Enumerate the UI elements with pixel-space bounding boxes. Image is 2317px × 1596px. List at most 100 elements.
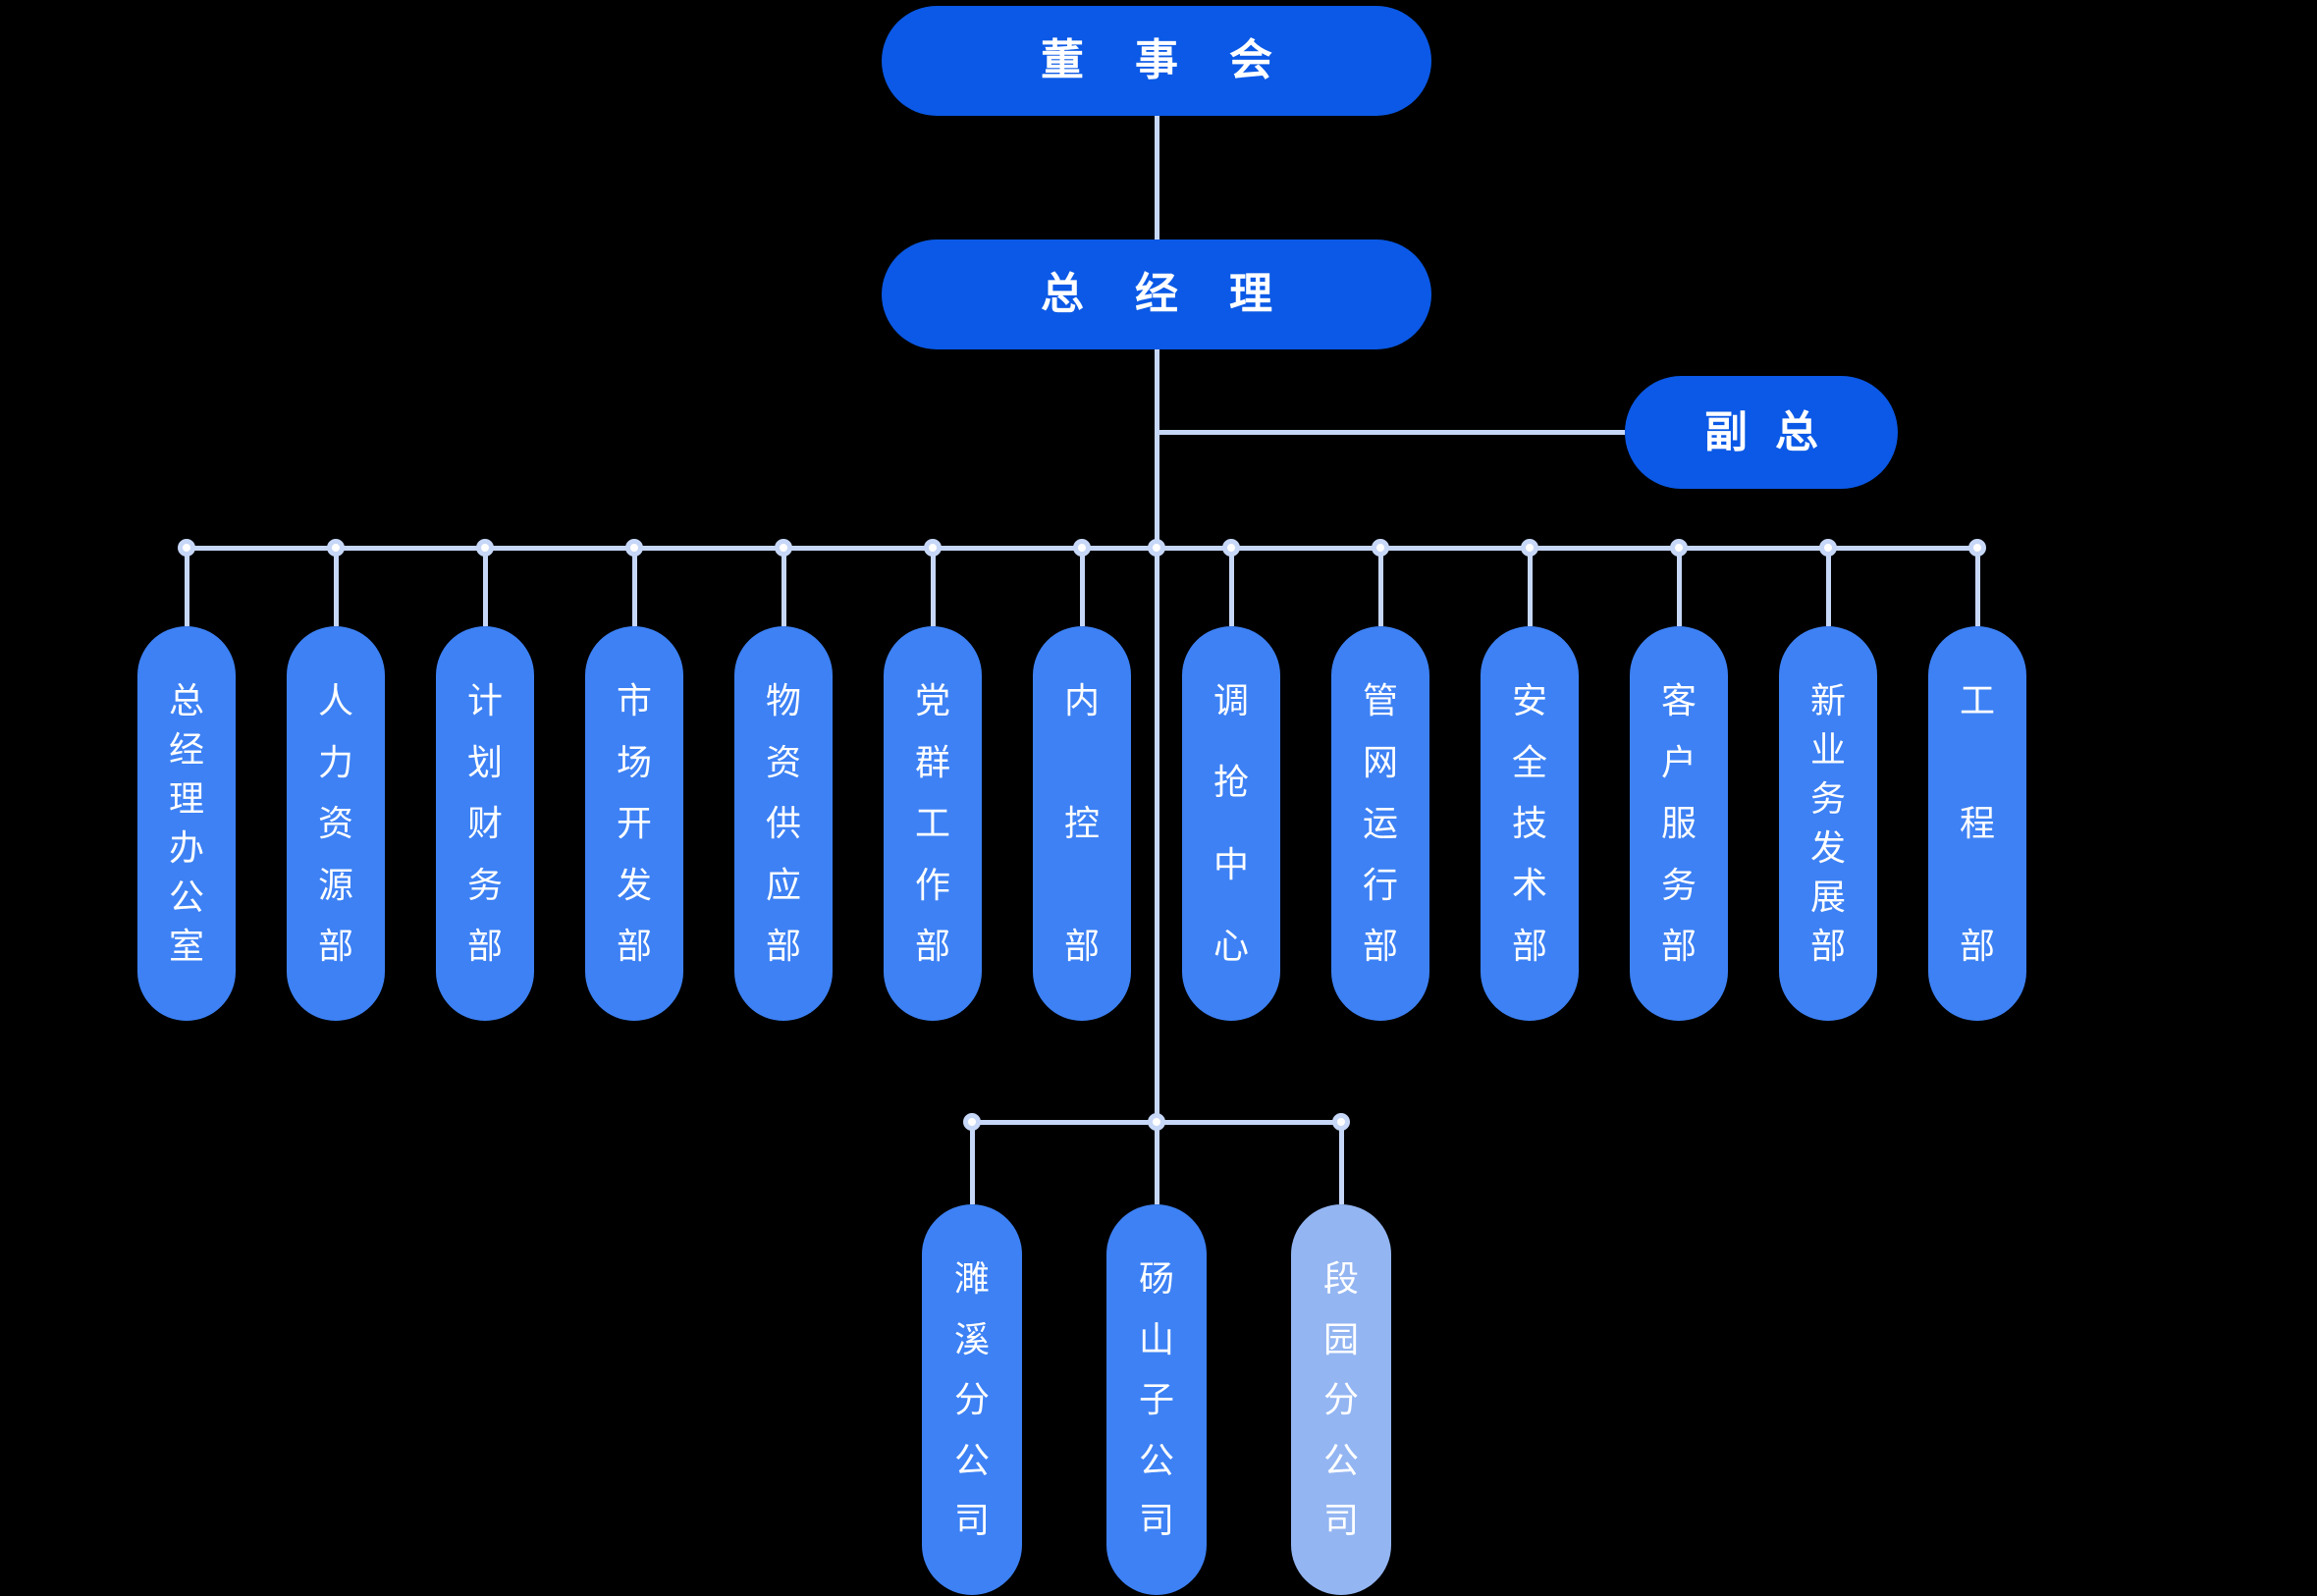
- pill-character: 安: [1511, 680, 1547, 720]
- pill-character: 开: [616, 803, 652, 843]
- pill-character: 发: [1809, 827, 1846, 868]
- connector-department-stub: [184, 548, 189, 626]
- pill-character: 展: [1809, 877, 1846, 917]
- subsidiary-pill: 段园分公司: [1291, 1204, 1391, 1595]
- pill-character: 应: [765, 864, 801, 905]
- connector-department-stub: [930, 548, 936, 626]
- connector-department-stub: [1228, 548, 1234, 626]
- department-pill: 调抢中心: [1182, 626, 1280, 1021]
- connector-department-stub: [1527, 548, 1533, 626]
- connector-department-stub: [1377, 548, 1383, 626]
- pill-character: 党: [914, 680, 950, 720]
- pill-character: 户: [1660, 741, 1697, 782]
- pill-character: 客: [1660, 680, 1697, 720]
- pill-character: 部: [616, 926, 652, 966]
- board-label: 董事会: [1041, 36, 1323, 84]
- department-pill: 内控部: [1033, 626, 1131, 1021]
- pill-character: 部: [1660, 926, 1697, 966]
- pill-character: 人: [317, 680, 353, 720]
- connector-node: [1968, 539, 1986, 557]
- connector-subsidiary-stub: [1154, 1122, 1159, 1204]
- pill-character: 分: [953, 1379, 990, 1419]
- pill-character: 资: [765, 741, 801, 782]
- department-pill: 市场开发部: [585, 626, 683, 1021]
- pill-character: 场: [616, 741, 652, 782]
- pill-character: 物: [765, 680, 801, 720]
- pill-character: 技: [1511, 803, 1547, 843]
- pill-character: 计: [466, 680, 503, 720]
- department-pill: 新业务发展部: [1779, 626, 1877, 1021]
- pill-character: 服: [1660, 803, 1697, 843]
- connector-node: [327, 539, 345, 557]
- pill-character: 务: [466, 864, 503, 905]
- connector-node: [963, 1113, 981, 1131]
- pill-character: 司: [1138, 1500, 1174, 1540]
- pill-character: 部: [1809, 926, 1846, 966]
- org-node-general-manager: 总经理: [882, 239, 1431, 349]
- pill-character: 理: [168, 778, 204, 819]
- connector-node: [1073, 539, 1091, 557]
- department-pill: 客户服务部: [1630, 626, 1728, 1021]
- pill-character: 总: [168, 680, 204, 720]
- connector-department-stub: [482, 548, 488, 626]
- pill-character: 管: [1362, 680, 1398, 720]
- pill-character: 作: [914, 864, 950, 905]
- pill-character: 濉: [953, 1258, 990, 1299]
- connector-node: [924, 539, 942, 557]
- pill-character: 分: [1322, 1379, 1359, 1419]
- pill-character: 运: [1362, 803, 1398, 843]
- connector-node: [1819, 539, 1837, 557]
- department-pill: 管网运行部: [1331, 626, 1429, 1021]
- pill-character: 财: [466, 803, 503, 843]
- pill-character: 子: [1138, 1379, 1174, 1419]
- pill-character: 部: [1511, 926, 1547, 966]
- connector-department-stub: [1825, 548, 1831, 626]
- department-pill: 人力资源部: [287, 626, 385, 1021]
- pill-character: 砀: [1138, 1258, 1174, 1299]
- pill-character: 工: [1959, 680, 1995, 720]
- connector-subsidiary-stub: [1338, 1122, 1344, 1204]
- pill-character: 务: [1809, 778, 1846, 819]
- connector-department-stub: [1676, 548, 1682, 626]
- connector-department-stub: [781, 548, 786, 626]
- department-pill: 计划财务部: [436, 626, 534, 1021]
- connector-subsidiary-stub: [969, 1122, 975, 1204]
- connector-node: [1332, 1113, 1350, 1131]
- pill-character: 术: [1511, 864, 1547, 905]
- pill-character: 工: [914, 803, 950, 843]
- pill-character: 源: [317, 864, 353, 905]
- pill-character: 山: [1138, 1318, 1174, 1359]
- connector-board-gm: [1154, 116, 1159, 239]
- pill-character: 公: [953, 1439, 990, 1480]
- department-pill: 党群工作部: [884, 626, 982, 1021]
- pill-character: 部: [1063, 926, 1100, 966]
- department-pill: 工程部: [1928, 626, 2026, 1021]
- connector-department-stub: [333, 548, 339, 626]
- pill-character: 力: [317, 741, 353, 782]
- pill-character: 务: [1660, 864, 1697, 905]
- org-node-board: 董事会: [882, 6, 1431, 116]
- pill-character: 调: [1212, 680, 1249, 720]
- connector-node: [1148, 539, 1165, 557]
- deputy-general-manager-label: 副总: [1704, 408, 1846, 456]
- pill-character: 资: [317, 803, 353, 843]
- connector-node: [775, 539, 792, 557]
- pill-character: 部: [914, 926, 950, 966]
- department-pill: 安全技术部: [1481, 626, 1579, 1021]
- connector-department-stub: [631, 548, 637, 626]
- connector-trunk: [1154, 349, 1159, 1125]
- pill-character: 公: [1322, 1439, 1359, 1480]
- department-pill: 总经理办公室: [137, 626, 236, 1021]
- department-pill: 物资供应部: [734, 626, 833, 1021]
- pill-character: 行: [1362, 864, 1398, 905]
- pill-character: 心: [1212, 925, 1249, 966]
- pill-character: 司: [953, 1500, 990, 1540]
- connector-node: [1148, 1113, 1165, 1131]
- pill-character: 网: [1362, 741, 1398, 782]
- pill-character: 公: [168, 877, 204, 917]
- general-manager-label: 总经理: [1041, 270, 1323, 318]
- connector-deputy-branch: [1157, 429, 1625, 435]
- pill-character: 溪: [953, 1318, 990, 1359]
- pill-character: 新: [1809, 680, 1846, 720]
